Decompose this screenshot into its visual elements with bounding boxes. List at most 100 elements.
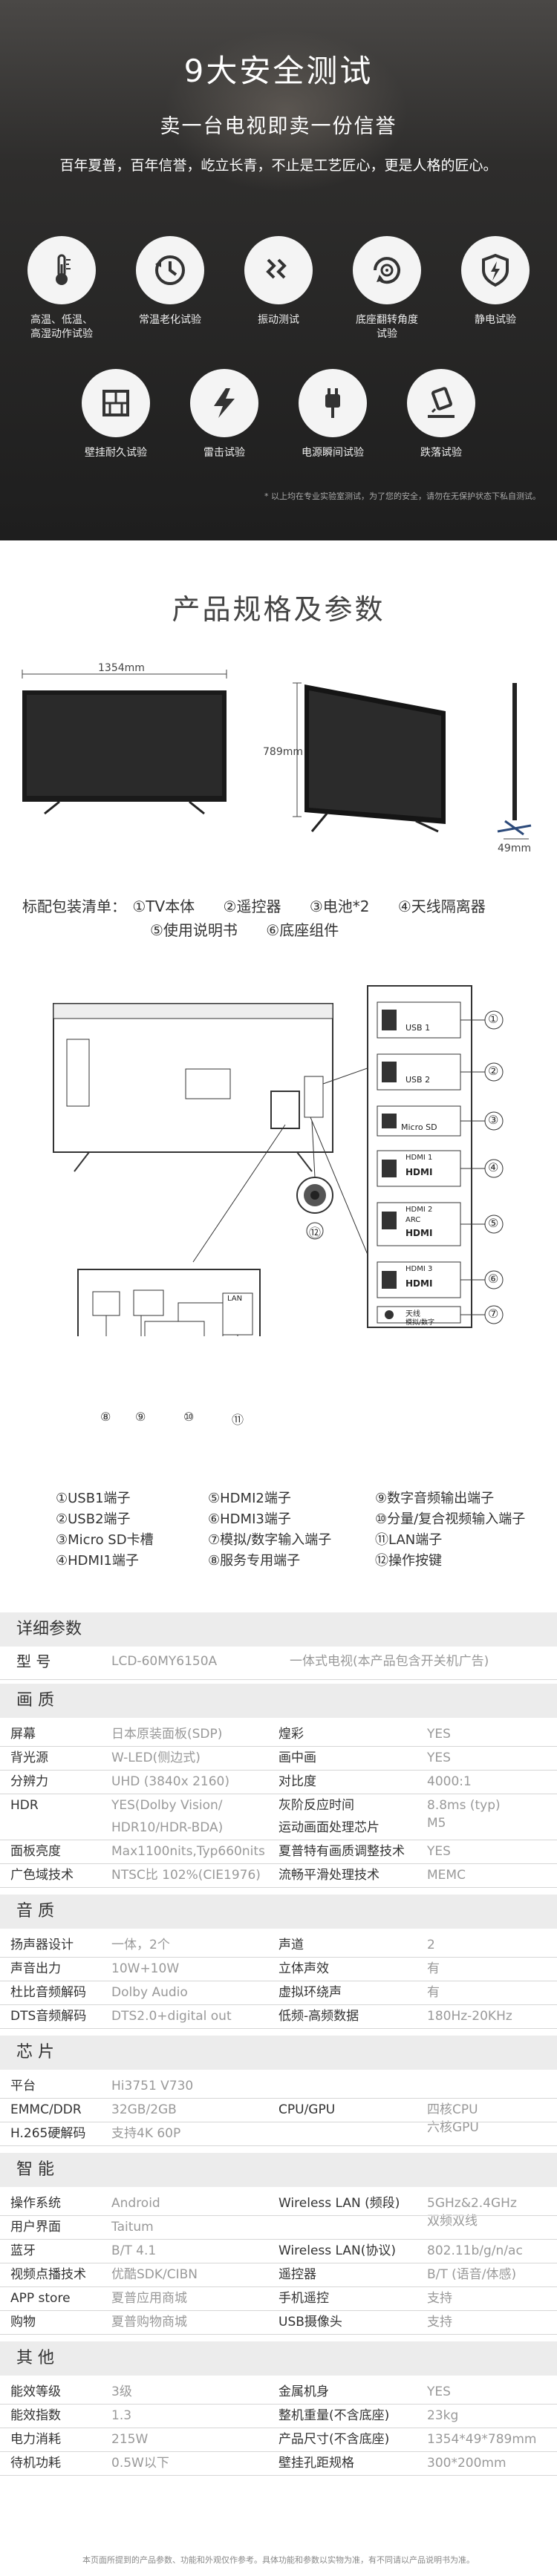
legend-item: ⑥HDMI3端子 <box>208 1511 291 1527</box>
package-item: ②遥控器 <box>223 898 281 915</box>
vibration-icon <box>244 236 313 304</box>
safety-item: 底座翻转角度试验 <box>333 236 441 341</box>
safety-tagline: 百年夏普，百年信誉，屹立长青，不止是工艺匠心，更是人格的匠心。 <box>59 157 498 174</box>
spec-value: 23kg <box>427 2408 459 2423</box>
antenna-label-2: 模拟/数字 <box>405 1319 435 1327</box>
spec-value: 夏普应用商城 <box>111 2291 187 2306</box>
safety-section: 9大安全测试 卖一台电视即卖一份信誉 百年夏普，百年信誉，屹立长青，不止是工艺匠… <box>0 0 557 540</box>
spec-label: 购物 <box>10 2315 36 2330</box>
microsd-label: Micro SD <box>401 1122 437 1132</box>
spec-value: 1354*49*789mm <box>427 2432 537 2447</box>
spec-value: YES <box>427 1844 451 1859</box>
safety-item: 高温、低温、高湿动作试验 <box>7 236 116 341</box>
safety-label-2: 高湿动作试验 <box>30 328 93 340</box>
legend-item: ⑨数字音频输出端子 <box>375 1491 495 1506</box>
spec-label: 待机功耗 <box>10 2456 61 2471</box>
safety-label: 底座翻转角度 <box>356 314 418 326</box>
spec-value: 4000:1 <box>427 1774 472 1789</box>
safety-item: 电源瞬间试验 <box>278 369 387 460</box>
legend-col-2: ⑤HDMI2端子 ⑥HDMI3端子 ⑦模拟/数字输入端子 ⑧服务专用端子 <box>208 1488 331 1572</box>
spec-value: Taitum <box>111 2220 154 2235</box>
spec-value: 支持 <box>427 2291 452 2306</box>
spec-label: 杜比音频解码 <box>10 1985 86 2000</box>
spec-row: H.265硬解码支持4K 60P <box>0 2122 557 2145</box>
safety-label: 跌落试验 <box>420 447 462 459</box>
package-label: 标配包装清单： <box>22 898 126 915</box>
port-diagram <box>53 985 504 1336</box>
safety-label: 常温老化试验 <box>139 314 201 326</box>
spec-value: 1.3 <box>111 2408 132 2423</box>
tv-side-view <box>512 683 517 820</box>
legend-col-1: ①USB1端子 ②USB2端子 ③Micro SD卡槽 ④HDMI1端子 <box>56 1488 154 1572</box>
spec-label: 广色域技术 <box>10 1868 74 1883</box>
spec-label: 能效等级 <box>10 2384 61 2399</box>
drop-icon <box>407 369 475 437</box>
model-label: 型 号 <box>16 1653 51 1670</box>
spec-value: Dolby Audio <box>111 1985 188 2000</box>
spec-value: 10W+10W <box>111 1961 180 1976</box>
spec-value: 六核GPU <box>427 2120 479 2135</box>
divider <box>0 1887 557 1888</box>
safety-item: 雷击试验 <box>170 369 278 460</box>
spec-value: 802.11b/g/n/ac <box>427 2243 523 2258</box>
spec-label: 灰阶反应时间 <box>278 1798 354 1813</box>
spec-label: 能效指数 <box>10 2408 61 2423</box>
spec-label: 扬声器设计 <box>10 1938 74 1952</box>
spec-value: 180Hz-20KHz <box>427 2009 512 2024</box>
package-item: ④天线隔离器 <box>397 898 486 915</box>
callout-9: ⑨ <box>135 1410 146 1424</box>
spec-value: Hi3751 V730 <box>111 2079 194 2093</box>
callout-5: ⑤ <box>488 1216 499 1230</box>
safety-item: 跌落试验 <box>387 369 495 460</box>
divider <box>0 2404 557 2405</box>
spec-label: 视频点播技术 <box>10 2267 86 2282</box>
spec-value: YES <box>427 1750 451 1765</box>
spec-label: 屏幕 <box>10 1727 36 1742</box>
shield-icon <box>461 236 530 304</box>
spec-value: 夏普购物商城 <box>111 2315 187 2330</box>
spec-label: Wireless LAN (频段) <box>278 2196 400 2211</box>
spec-label: 面板亮度 <box>10 1844 61 1859</box>
legend-item: ②USB2端子 <box>56 1511 131 1527</box>
background-glow <box>163 30 408 193</box>
safety-title: 9大安全测试 <box>183 53 374 89</box>
callout-8: ⑧ <box>100 1410 111 1424</box>
spec-value: 0.5W以下 <box>111 2456 169 2471</box>
spec-label: Wireless LAN(协议) <box>278 2243 397 2258</box>
safety-label: 雷击试验 <box>203 447 245 459</box>
spec-value: 日本原装面板(SDP) <box>111 1727 223 1742</box>
divider <box>0 2098 557 2099</box>
spec-label: 手机遥控 <box>278 2291 329 2306</box>
callout-11: ⑪ <box>232 1413 244 1427</box>
spec-value: 3级 <box>111 2384 132 2399</box>
spec-label: 壁挂孔距规格 <box>278 2456 354 2471</box>
spec-label: 立体声效 <box>278 1961 329 1976</box>
section-title: 音 质 <box>0 1895 557 1929</box>
safety-label: 电源瞬间试验 <box>302 447 364 459</box>
divider <box>0 2145 557 2146</box>
spec-label: 整机重量(不含底座) <box>278 2408 390 2423</box>
safety-note: * 以上均在专业实验室测试，为了您的安全，请勿在无保护状态下私自测试。 <box>264 491 541 501</box>
divider <box>0 1863 557 1864</box>
spec-label: 画中画 <box>278 1750 316 1765</box>
spec-label: 低频-高频数据 <box>278 2009 359 2024</box>
antenna-label: 天线 <box>405 1310 420 1318</box>
spec-label: 声道 <box>278 1938 304 1952</box>
plug-icon <box>299 369 367 437</box>
spec-label: 对比度 <box>278 1774 316 1789</box>
safety-label-2: 试验 <box>377 328 397 340</box>
hdmi3-label: HDMI 3 <box>405 1265 433 1273</box>
spec-value: 优酷SDK/CIBN <box>111 2267 198 2282</box>
depth-dimension: 49mm <box>498 843 532 854</box>
callout-1: ① <box>488 1012 499 1026</box>
